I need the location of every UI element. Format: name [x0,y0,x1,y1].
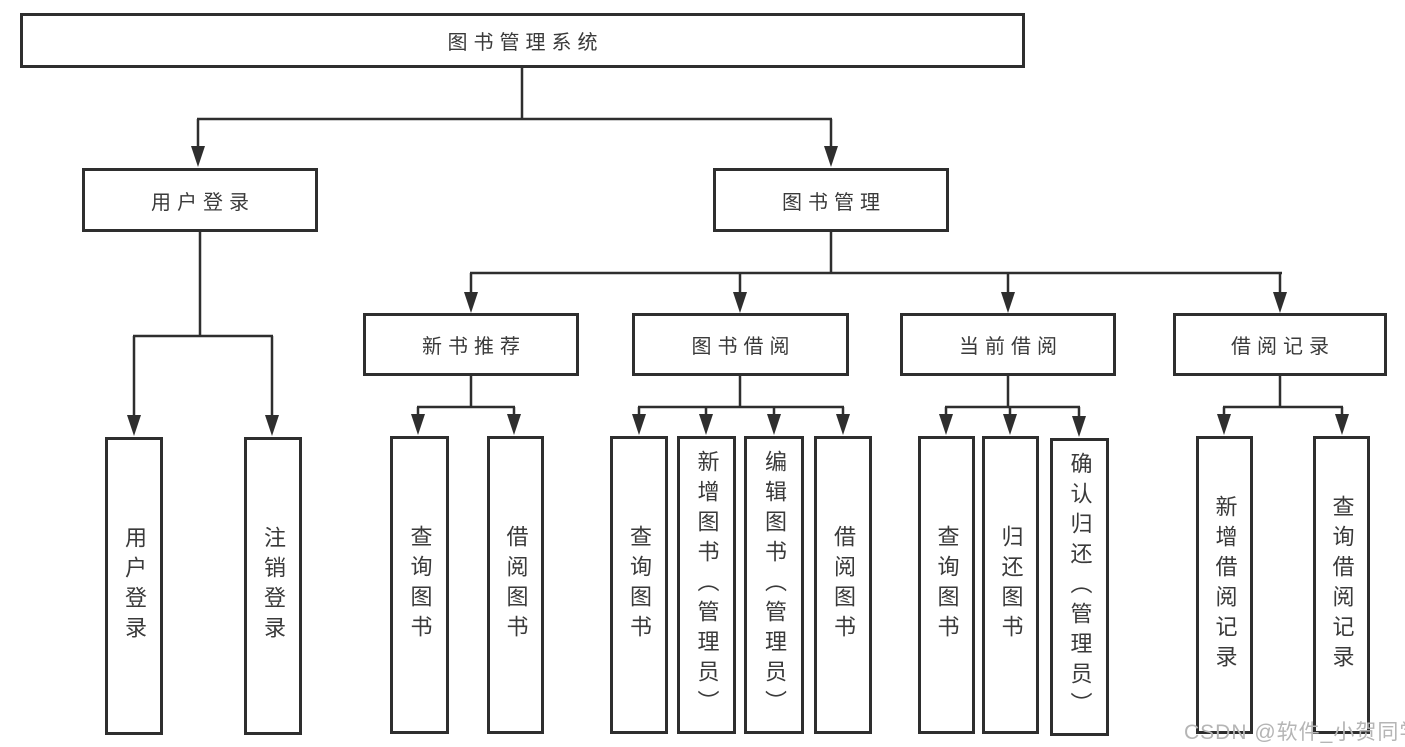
arrow-down-icon [1003,414,1017,435]
node-library-system: 图书管理系统 [20,13,1025,68]
arrow-down-icon [265,415,279,436]
node-book-borrow-label: 图书借阅 [691,336,796,358]
node-book-management: 图书管理 [713,168,949,232]
arrow-down-icon [1072,416,1086,437]
arrow-down-icon [836,414,850,435]
leaf-return-book: 归还图书 [982,436,1039,734]
arrow-down-icon [632,414,646,435]
leaf-logout-label: 注销登录 [261,526,286,646]
arrow-down-icon [1335,414,1349,435]
leaf-query-book-2-label: 查询图书 [627,525,652,645]
leaf-logout: 注销登录 [244,437,302,735]
watermark: CSDN @软件_小贺同学 [1184,721,1405,744]
leaf-confirm-return-admin-label: 确认归还（管理员） [1067,452,1093,722]
leaf-edit-book-admin: 编辑图书（管理员） [744,436,804,734]
leaf-query-book-3: 查询图书 [918,436,975,734]
connector-borrow-record-branch [1222,375,1344,418]
node-book-management-label: 图书管理 [782,191,886,214]
leaf-borrow-book-1: 借阅图书 [487,436,544,734]
arrow-down-icon [1001,292,1015,313]
arrow-down-icon [939,414,953,435]
connector-current-borrow-branch [944,375,1081,420]
leaf-borrow-book-1-label: 借阅图书 [503,525,529,645]
node-borrow-record: 借阅记录 [1173,313,1387,376]
leaf-add-borrow-record-label: 新增借阅记录 [1212,495,1238,675]
arrow-down-icon [1217,414,1231,435]
node-current-borrow: 当前借阅 [900,313,1116,376]
connector-user-login-branch [132,232,274,420]
leaf-add-book-admin-label: 新增图书（管理员） [694,450,720,720]
leaf-query-book-1-label: 查询图书 [407,525,433,645]
arrow-down-icon [191,146,205,167]
leaf-edit-book-admin-label: 编辑图书（管理员） [762,450,787,720]
node-current-borrow-label: 当前借阅 [959,336,1063,358]
connector-new-book-branch [416,375,516,418]
leaf-query-book-3-label: 查询图书 [934,525,960,645]
node-new-book-recommend-label: 新书推荐 [422,336,526,358]
leaf-user-login: 用户登录 [105,437,163,735]
arrow-down-icon [411,414,425,435]
leaf-confirm-return-admin: 确认归还（管理员） [1050,438,1109,736]
leaf-user-login-label: 用户登录 [122,526,147,646]
connector-book-borrow-branch [637,375,845,418]
connector-book-management-branch [469,232,1282,298]
leaf-borrow-book-2: 借阅图书 [814,436,872,734]
node-borrow-record-label: 借阅记录 [1231,336,1335,358]
leaf-query-book-2: 查询图书 [610,436,668,734]
arrow-down-icon [699,414,713,435]
leaf-query-book-1: 查询图书 [390,436,449,734]
connector-root-to-level2 [196,68,833,152]
arrow-down-icon [464,292,478,313]
node-library-system-label: 图书管理系统 [447,32,604,54]
leaf-query-borrow-record: 查询借阅记录 [1313,436,1370,734]
arrow-down-icon [507,414,521,435]
node-user-login-label: 用户登录 [151,191,255,214]
leaf-borrow-book-2-label: 借阅图书 [831,525,856,645]
leaf-add-book-admin: 新增图书（管理员） [677,436,736,734]
arrow-down-icon [824,146,838,167]
node-book-borrow: 图书借阅 [632,313,849,376]
arrow-down-icon [1273,292,1287,313]
arrow-down-icon [767,414,781,435]
node-new-book-recommend: 新书推荐 [363,313,579,376]
arrowheads [127,146,1349,437]
arrow-down-icon [127,415,141,436]
leaf-query-borrow-record-label: 查询借阅记录 [1329,495,1355,675]
arrow-down-icon [733,292,747,313]
leaf-add-borrow-record: 新增借阅记录 [1196,436,1253,734]
node-user-login: 用户登录 [82,168,318,232]
leaf-return-book-label: 归还图书 [998,525,1024,645]
